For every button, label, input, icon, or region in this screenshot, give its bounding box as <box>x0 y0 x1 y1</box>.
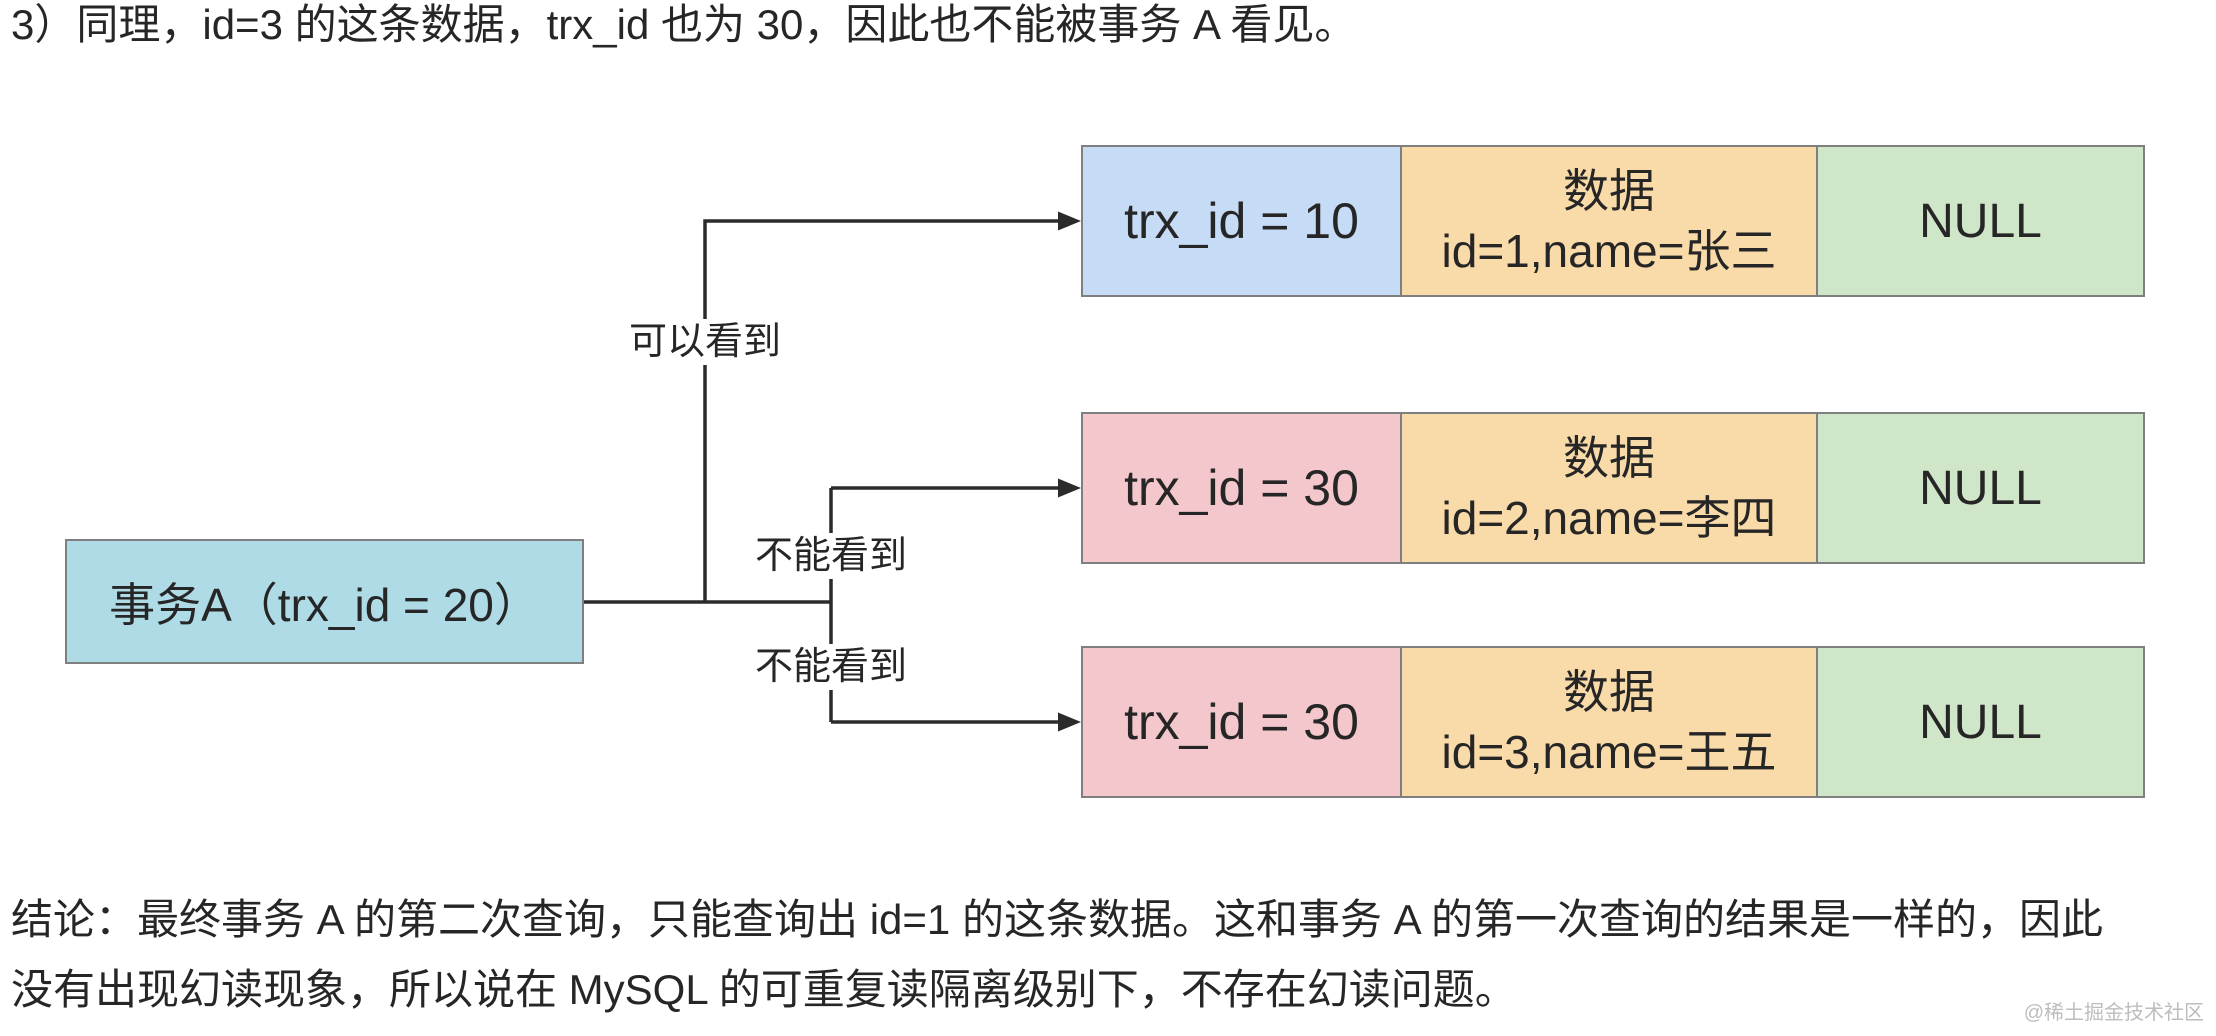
pointer-cell: NULL <box>1816 147 2143 295</box>
trx-id-cell: trx_id = 30 <box>1083 648 1400 796</box>
pointer-label: NULL <box>1919 194 2042 248</box>
edge-label-invisible: 不能看到 <box>748 533 914 579</box>
data-cell-value: id=3,name=王五 <box>1441 726 1777 778</box>
paragraph-intro: 3）同理，id=3 的这条数据，trx_id 也为 30，因此也不能被事务 A … <box>11 1 1357 48</box>
version-row: trx_id = 30 数据 id=2,name=李四 NULL <box>1081 412 2145 564</box>
data-cell-title: 数据 <box>1563 165 1655 217</box>
arrow-head <box>1058 712 1081 732</box>
transaction-label: 事务A（trx_id = 20） <box>109 578 540 631</box>
paragraph-conclusion-line: 没有出现幻读现象，所以说在 MySQL 的可重复读隔离级别下，不存在幻读问题。 <box>11 966 1517 1013</box>
transaction-box: 事务A（trx_id = 20） <box>65 539 584 664</box>
data-cell-title: 数据 <box>1563 432 1655 484</box>
arrow-head <box>1058 211 1081 231</box>
trx-id-label: trx_id = 30 <box>1124 460 1359 516</box>
paragraph-conclusion-line: 结论：最终事务 A 的第二次查询，只能查询出 id=1 的这条数据。这和事务 A… <box>11 896 2103 943</box>
trx-id-cell: trx_id = 30 <box>1083 414 1400 562</box>
pointer-label: NULL <box>1919 461 2042 515</box>
mvcc-visibility-diagram: 事务A（trx_id = 20） 可以看到 不能看到 不能看到 trx_id =… <box>0 120 2216 820</box>
version-row: trx_id = 10 数据 id=1,name=张三 NULL <box>1081 145 2145 297</box>
connector-visible-line <box>703 219 1062 602</box>
arrow-head <box>1058 478 1081 498</box>
data-cell: 数据 id=1,name=张三 <box>1400 147 1816 295</box>
pointer-cell: NULL <box>1816 414 2143 562</box>
trx-id-label: trx_id = 10 <box>1124 193 1359 249</box>
data-cell-value: id=1,name=张三 <box>1441 225 1777 277</box>
data-cell-value: id=2,name=李四 <box>1441 492 1777 544</box>
edge-label-invisible: 不能看到 <box>748 644 914 690</box>
data-cell: 数据 id=2,name=李四 <box>1400 414 1816 562</box>
edge-label-visible: 可以看到 <box>622 319 788 365</box>
data-cell-title: 数据 <box>1563 666 1655 718</box>
trx-id-label: trx_id = 30 <box>1124 694 1359 750</box>
data-cell: 数据 id=3,name=王五 <box>1400 648 1816 796</box>
connector-layer <box>584 211 1081 732</box>
watermark: @稀土掘金技术社区 <box>2023 1002 2204 1024</box>
pointer-label: NULL <box>1919 695 2042 749</box>
trx-id-cell: trx_id = 10 <box>1083 147 1400 295</box>
version-row: trx_id = 30 数据 id=3,name=王五 NULL <box>1081 646 2145 798</box>
pointer-cell: NULL <box>1816 648 2143 796</box>
